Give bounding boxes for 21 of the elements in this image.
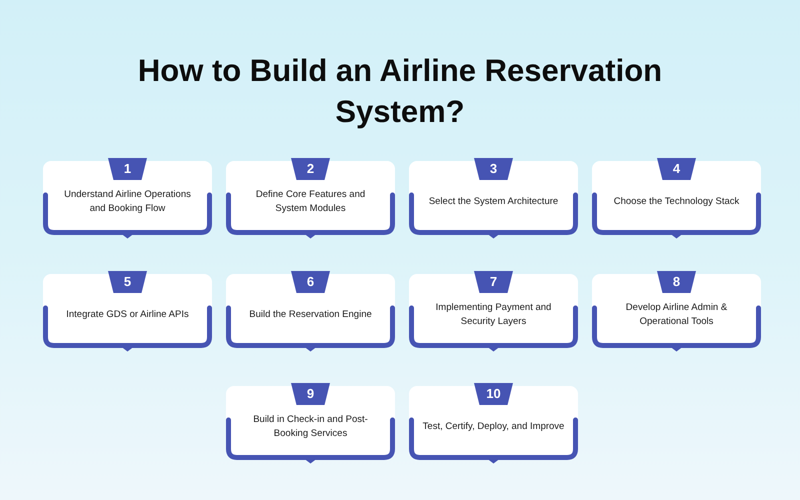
step-label: Understand Airline Operations and Booking Flow — [63, 188, 192, 216]
step-card — [592, 158, 761, 240]
step-label: Define Core Features and System Modules — [254, 188, 366, 216]
step-card — [43, 158, 212, 240]
step-label: Implementing Payment and Security Layers — [434, 301, 552, 329]
step-card — [226, 158, 395, 240]
step-card — [226, 271, 395, 353]
step-card — [43, 271, 212, 353]
step-label: Build in Check-in and Post-Booking Services — [252, 413, 369, 441]
step-card — [592, 271, 761, 353]
step-label: Develop Airline Admin & Operational Tools — [624, 301, 728, 329]
title: How to Build an Airline Reservation System? — [136, 52, 664, 131]
step-label: Select the System Architecture — [428, 195, 558, 209]
step-label: Integrate GDS or Airline APIs — [66, 308, 189, 322]
step-label: Test, Certify, Deploy, and Improve — [422, 420, 564, 434]
step-card — [409, 158, 578, 240]
step-label: Choose the Technology Stack — [614, 195, 740, 209]
step-label: Build the Reservation Engine — [249, 308, 372, 322]
step-card — [409, 383, 578, 465]
step-card — [226, 383, 395, 465]
step-card — [409, 271, 578, 353]
